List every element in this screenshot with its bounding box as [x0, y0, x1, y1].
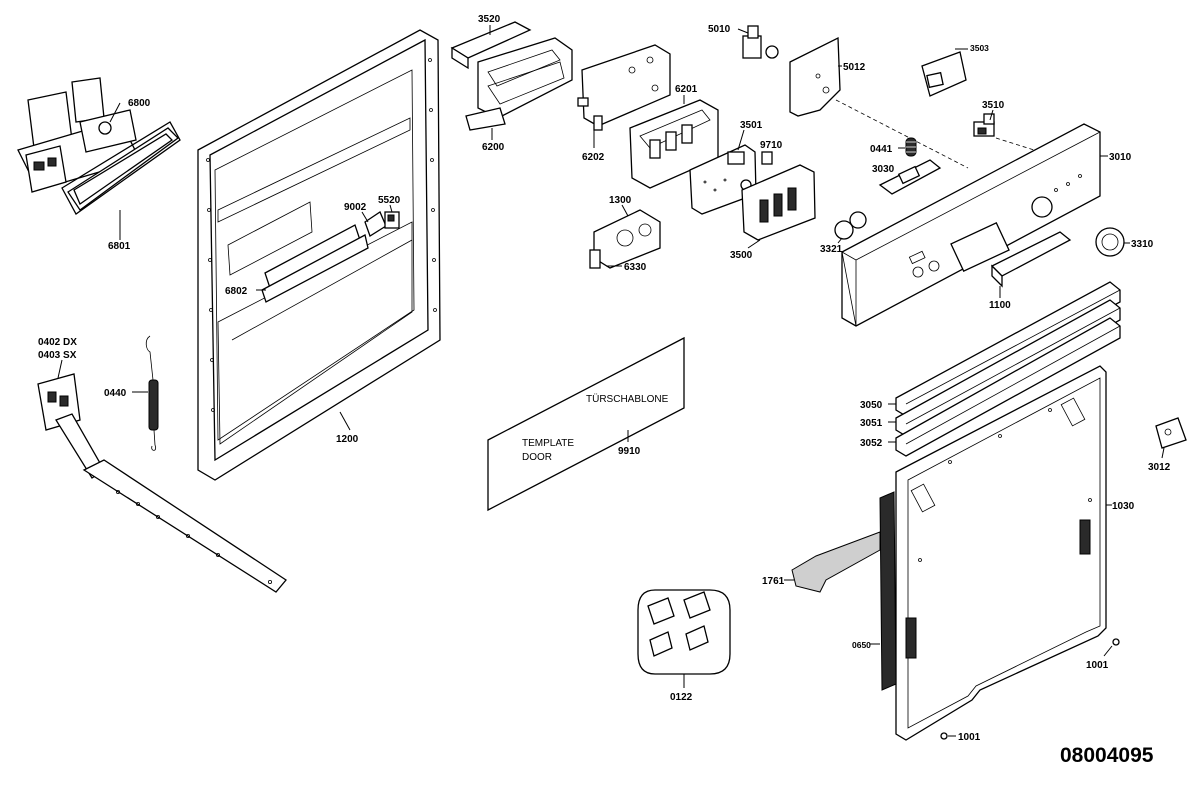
label-6801: 6801: [108, 241, 131, 252]
part-3510-clip: [973, 113, 995, 137]
label-5010: 5010: [708, 24, 731, 35]
part-1001-screw-b: [940, 732, 948, 740]
part-3051-strip: [895, 299, 1121, 437]
label-0122: 0122: [670, 692, 693, 703]
part-6202-bracket: [577, 44, 671, 131]
label-6201: 6201: [675, 84, 698, 95]
label-5520: 5520: [378, 195, 401, 206]
label-1200: 1200: [336, 434, 359, 445]
label-6802: 6802: [225, 286, 248, 297]
label-0402: 0402 DX: [38, 337, 77, 348]
label-3050: 3050: [860, 400, 883, 411]
label-3030: 3030: [872, 164, 895, 175]
label-9910: 9910: [618, 446, 641, 457]
label-9710: 9710: [760, 140, 783, 151]
label-6330: 6330: [624, 262, 647, 273]
label-3052: 3052: [860, 438, 883, 449]
label-6202: 6202: [582, 152, 605, 163]
drawing-number: 08004095: [1060, 744, 1154, 767]
label-0440: 0440: [104, 388, 127, 399]
part-1761-foam: [791, 531, 881, 593]
label-3010: 3010: [1109, 152, 1132, 163]
part-5010-switch: [742, 25, 779, 59]
label-6200: 6200: [482, 142, 505, 153]
label-9002: 9002: [344, 202, 367, 213]
part-3050-strip: [895, 281, 1121, 417]
part-3321-knob: [834, 211, 867, 240]
part-0122-kit: [637, 589, 731, 675]
template-label-english-2: DOOR: [522, 452, 552, 463]
part-1030-outer-door: [895, 365, 1107, 741]
part-5520-catch: [384, 211, 400, 229]
label-0650: 0650: [852, 640, 871, 650]
label-0441: 0441: [870, 144, 893, 155]
part-3012-bracket: [1155, 417, 1187, 449]
label-0403: 0403 SX: [38, 350, 77, 361]
template-label-german: TÜRSCHABLONE: [586, 393, 669, 405]
part-0441-spring: [905, 137, 917, 157]
label-3321: 3321: [820, 244, 843, 255]
part-0402-hinge: [37, 373, 287, 593]
part-1200-inner-door: [197, 29, 441, 481]
part-3310-knob: [1095, 227, 1125, 257]
part-1100-handle: [990, 231, 1072, 288]
label-1001-b: 1001: [958, 732, 981, 743]
part-3500-frame: [741, 164, 816, 241]
label-6800: 6800: [128, 98, 151, 109]
part-1300-door-lock: [589, 209, 661, 269]
part-3520-cover: [450, 21, 532, 70]
label-1100: 1100: [989, 300, 1011, 311]
part-3010-control-panel: [841, 123, 1101, 327]
part-0440-spring: [145, 335, 159, 451]
label-1001-a: 1001: [1086, 660, 1109, 671]
part-9710-button: [761, 151, 773, 165]
part-3503-cover: [921, 51, 967, 97]
part-6801-seal: [61, 121, 181, 215]
part-5012-plate: [789, 36, 841, 117]
part-6200-control-module: [465, 37, 573, 131]
label-1761: 1761: [762, 576, 785, 587]
label-3310: 3310: [1131, 239, 1154, 250]
part-3030-bracket: [878, 159, 942, 195]
part-3052-strip: [895, 317, 1121, 457]
part-6800-dispenser: [17, 77, 141, 193]
label-3501: 3501: [740, 120, 763, 131]
label-3510: 3510: [982, 100, 1005, 111]
label-1300: 1300: [609, 195, 632, 206]
part-0650-insulation: [879, 491, 897, 691]
label-3520: 3520: [478, 14, 501, 25]
label-1030: 1030: [1112, 501, 1135, 512]
part-9910-template-card: [487, 336, 685, 512]
label-3051: 3051: [860, 418, 883, 429]
template-label-english-1: TEMPLATE: [522, 438, 574, 449]
label-3012: 3012: [1148, 462, 1171, 473]
label-5012: 5012: [843, 62, 866, 73]
label-3500: 3500: [730, 250, 753, 261]
part-1001-screw-a: [1112, 638, 1120, 646]
label-3503: 3503: [970, 43, 989, 53]
